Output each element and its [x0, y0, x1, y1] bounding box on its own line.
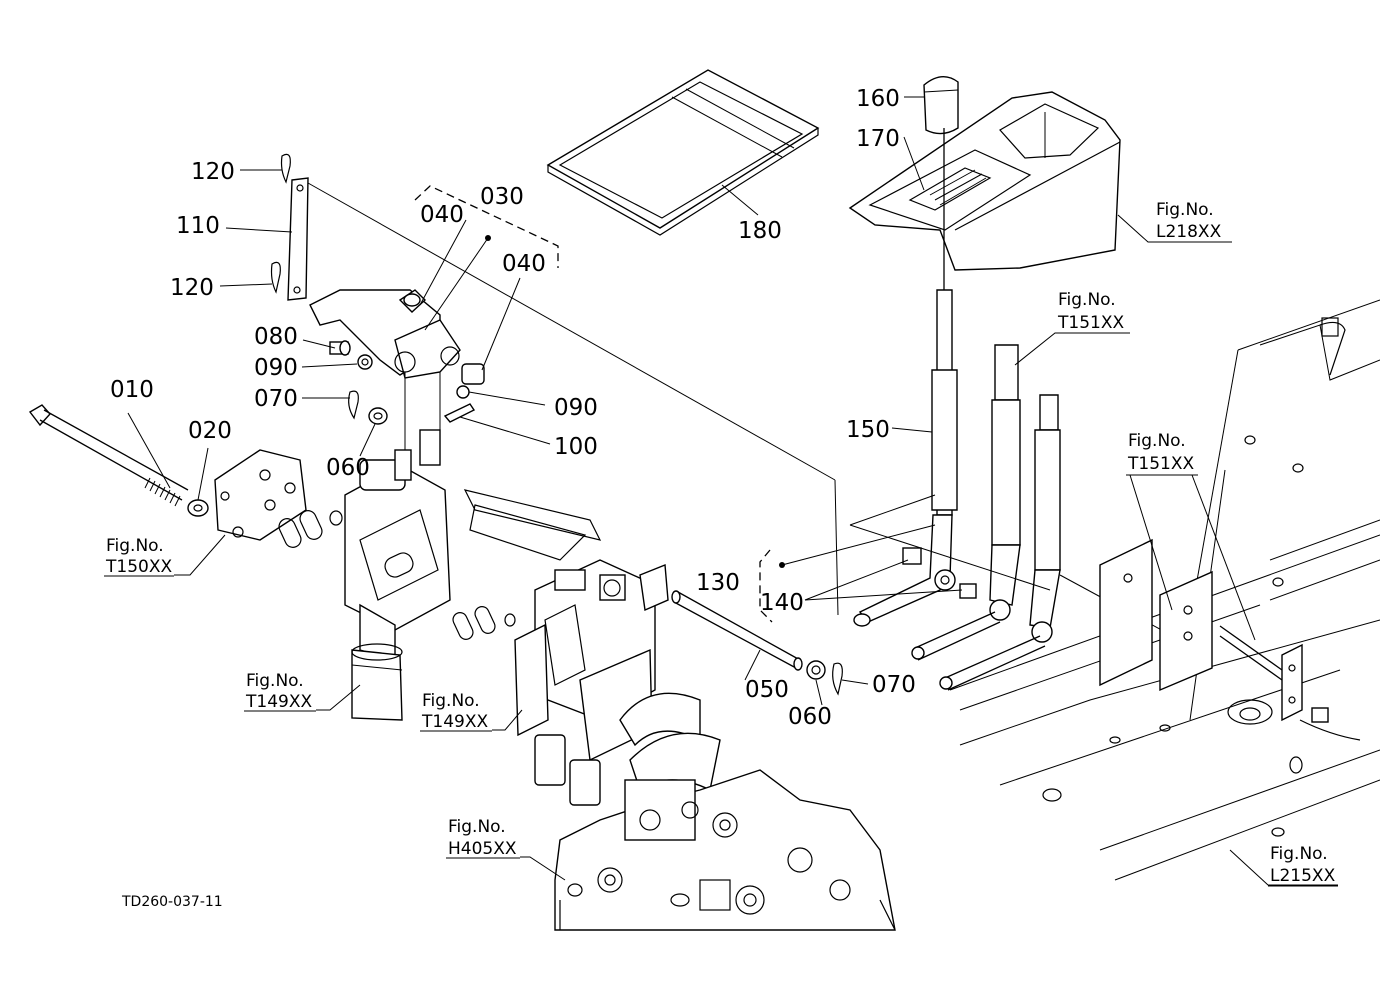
svg-text:Fig.No.: Fig.No. — [1128, 431, 1186, 451]
fig-ref-t149-right: Fig.No. T149XX — [420, 691, 492, 732]
svg-text:Fig.No.: Fig.No. — [106, 536, 164, 556]
bracket-plates — [1099, 538, 1361, 741]
fig-ref-t151-upper: Fig.No. T151XX — [1056, 290, 1130, 334]
small-hardware-left — [329, 340, 485, 425]
part-label-170: 170 — [856, 126, 900, 152]
adjacent-levers — [911, 344, 1061, 691]
svg-text:T150XX: T150XX — [105, 557, 172, 577]
part-label-180: 180 — [738, 218, 782, 244]
valve-end-cover — [214, 449, 307, 541]
part-label-040-left: 040 — [420, 202, 464, 228]
svg-text:T149XX: T149XX — [245, 692, 312, 712]
figure-references: Fig.No. T150XX Fig.No. T149XX Fig.No. T1… — [104, 200, 1338, 887]
part-label-130: 130 — [696, 570, 740, 596]
link-rod — [270, 153, 309, 301]
svg-text:T151XX: T151XX — [1057, 313, 1124, 333]
lever-knob — [923, 76, 959, 135]
manual-book — [546, 69, 820, 236]
part-label-150: 150 — [846, 417, 890, 443]
lever-bracket — [309, 289, 461, 450]
part-label-050: 050 — [745, 677, 789, 703]
fig-ref-h405: Fig.No. H405XX — [446, 817, 520, 859]
part-label-090-right: 090 — [554, 395, 598, 421]
long-bolt — [28, 404, 209, 517]
part-label-070-left: 070 — [254, 386, 298, 412]
fig-ref-t151-lower: Fig.No. T151XX — [1126, 431, 1198, 476]
control-valve-section-2 — [463, 489, 721, 806]
link-cable-drop — [834, 479, 839, 616]
control-lever — [853, 128, 977, 627]
link-cable — [307, 182, 836, 481]
part-label-060-left: 060 — [326, 455, 370, 481]
part-label-080: 080 — [254, 324, 298, 350]
part-label-100: 100 — [554, 434, 598, 460]
part-label-030: 030 — [480, 184, 524, 210]
console-cover — [848, 91, 1121, 271]
fig-ref-t150: Fig.No. T150XX — [104, 536, 174, 577]
drawing-code: TD260-037-11 — [121, 894, 223, 910]
group-bracket-130 — [759, 549, 773, 623]
part-label-090-left: 090 — [254, 355, 298, 381]
svg-text:L215XX: L215XX — [1270, 866, 1336, 886]
part-label-120-bottom: 120 — [170, 275, 214, 301]
svg-text:Fig.No.: Fig.No. — [246, 671, 304, 691]
hydraulic-block — [554, 769, 896, 931]
control-valve-section-1 — [344, 429, 451, 721]
svg-text:Fig.No.: Fig.No. — [448, 817, 506, 837]
svg-text:Fig.No.: Fig.No. — [1058, 290, 1116, 310]
fig-ref-l215: Fig.No. L215XX — [1268, 844, 1338, 887]
svg-text:Fig.No.: Fig.No. — [1270, 844, 1328, 864]
pivot-pin — [671, 590, 843, 696]
part-labels: 120 110 120 030 040 040 080 090 070 060 … — [110, 86, 916, 730]
part-label-060-right: 060 — [788, 704, 832, 730]
leader-030-bracket — [424, 237, 489, 331]
part-label-120-top: 120 — [191, 159, 235, 185]
svg-text:L218XX: L218XX — [1156, 222, 1222, 242]
part-label-010: 010 — [110, 377, 154, 403]
part-label-040-right: 040 — [502, 251, 546, 277]
svg-text:H405XX: H405XX — [448, 839, 517, 859]
part-label-020: 020 — [188, 418, 232, 444]
o-rings-left — [278, 510, 516, 640]
svg-text:T151XX: T151XX — [1127, 454, 1194, 474]
fig-ref-t149-left: Fig.No. T149XX — [244, 671, 316, 712]
part-label-160: 160 — [856, 86, 900, 112]
svg-text:Fig.No.: Fig.No. — [422, 691, 480, 711]
fig-ref-l218: Fig.No. L218XX — [1154, 200, 1232, 243]
svg-text:Fig.No.: Fig.No. — [1156, 200, 1214, 220]
part-label-070-right: 070 — [872, 672, 916, 698]
part-label-110: 110 — [176, 213, 220, 239]
part-label-140: 140 — [760, 590, 804, 616]
svg-text:T149XX: T149XX — [421, 712, 488, 732]
group-bracket-030 — [414, 185, 559, 268]
